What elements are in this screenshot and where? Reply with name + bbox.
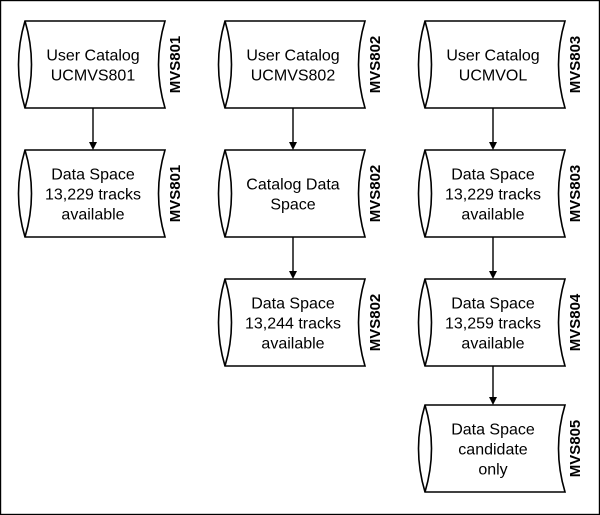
connector-arrow <box>89 108 97 150</box>
node-label-line: 13,259 tracks <box>445 316 541 333</box>
node-label-line: Data Space <box>451 422 535 439</box>
volume-node-mvs801: Data Space 13,229 tracks available MVS801 <box>17 149 184 238</box>
connector-arrow <box>489 237 497 279</box>
volume-label: MVS805 <box>567 420 584 478</box>
connector-arrow <box>289 108 297 150</box>
node-label-line: Data Space <box>251 296 335 313</box>
cylinder-shape <box>217 149 367 238</box>
cylinder-inner-edge <box>424 404 433 493</box>
cylinder-shape <box>417 404 567 493</box>
cylinder-shape <box>417 20 567 109</box>
volume-label: MVS802 <box>367 165 384 223</box>
cylinder-inner-edge <box>424 149 433 238</box>
cylinder-inner-edge <box>24 20 33 109</box>
node-label-line: available <box>261 336 324 353</box>
node-label-line: 13,244 tracks <box>245 316 341 333</box>
connector-arrow <box>489 366 497 405</box>
node-label-line: candidate <box>458 442 527 459</box>
node-label-line: available <box>461 207 524 224</box>
connector-arrow <box>289 237 297 279</box>
node-label-line: User Catalog <box>246 48 339 65</box>
volume-label: MVS802 <box>367 294 384 352</box>
connectors <box>89 108 497 405</box>
node-label-line: only <box>478 462 507 479</box>
volume-label: MVS804 <box>567 293 584 351</box>
volume-label: MVS802 <box>367 36 384 94</box>
node-label-line: 13,229 tracks <box>445 187 541 204</box>
cylinder-shape <box>17 149 167 238</box>
cylinder-inner-edge <box>24 149 33 238</box>
node-label-line: User Catalog <box>46 48 139 65</box>
cylinder-shape <box>417 149 567 238</box>
volume-node-mvs805: Data Space candidate only MVS805 <box>417 404 584 493</box>
node-label-line: Data Space <box>51 167 135 184</box>
node-label-line: Data Space <box>451 167 535 184</box>
volume-label: MVS801 <box>167 165 184 223</box>
volume-label: MVS801 <box>167 36 184 94</box>
cylinder-shape <box>217 278 367 367</box>
volume-label: MVS803 <box>567 165 584 223</box>
cylinder-inner-edge <box>224 149 233 238</box>
cylinder-shape <box>417 278 567 367</box>
node-label-line: available <box>461 336 524 353</box>
node-label-line: available <box>61 207 124 224</box>
cylinder-inner-edge <box>424 20 433 109</box>
volume-node-mvs802: Data Space 13,244 tracks available MVS802 <box>217 278 384 367</box>
node-label-line: User Catalog <box>446 48 539 65</box>
node-label-line: UCMVOL <box>459 68 528 85</box>
cylinder-inner-edge <box>224 20 233 109</box>
cylinder-shape <box>17 20 167 109</box>
cylinder-shape <box>217 20 367 109</box>
node-label-line: 13,229 tracks <box>45 187 141 204</box>
cylinder-inner-edge <box>424 278 433 367</box>
node-label-line: Space <box>270 197 315 214</box>
cylinder-inner-edge <box>224 278 233 367</box>
node-label-line: Catalog Data <box>246 177 339 194</box>
connector-arrow <box>489 108 497 150</box>
node-label-line: UCMVS801 <box>51 68 136 85</box>
volume-node-mvs803: Data Space 13,229 tracks available MVS803 <box>417 149 584 238</box>
volume-label: MVS803 <box>567 36 584 94</box>
volume-node-mvs804: Data Space 13,259 tracks available MVS804 <box>417 278 584 367</box>
node-label-line: UCMVS802 <box>251 68 336 85</box>
node-label-line: Data Space <box>451 296 535 313</box>
